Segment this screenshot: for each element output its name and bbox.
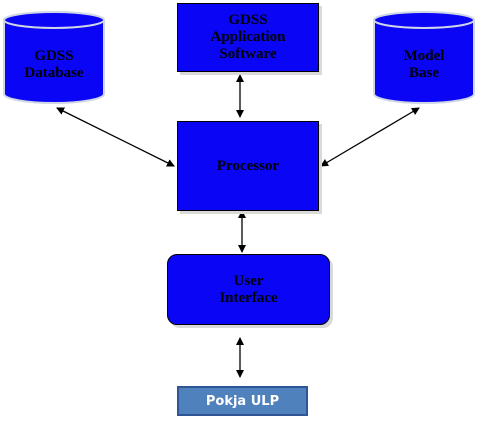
pokja-label: Pokja ULP: [205, 393, 280, 409]
database-cylinder-shape: [3, 11, 105, 104]
gdss-database-node: GDSS Database: [2, 10, 106, 105]
arrow-modelbase-processor: [320, 107, 420, 167]
model-base-node: Model Base: [372, 10, 476, 105]
model-base-cylinder-shape: [373, 11, 475, 104]
user-interface-label-line1: User: [233, 272, 264, 289]
processor-label: Processor: [216, 157, 280, 174]
database-label-line1: GDSS: [34, 48, 74, 64]
arrow-database-processor: [56, 107, 175, 167]
user-interface-label-line2: Interface: [219, 289, 278, 306]
database-label-line2: Database: [24, 65, 84, 81]
application-label-line3: Software: [219, 46, 277, 62]
application-software-node: GDSS Application Software: [177, 3, 319, 72]
user-interface-node: User Interface: [167, 254, 330, 325]
model-base-label-line2: Base: [409, 65, 439, 81]
application-label-line2: Application: [210, 29, 286, 45]
processor-node: Processor: [177, 121, 319, 211]
application-label-line1: GDSS: [228, 12, 268, 28]
model-base-label-line1: Model: [403, 48, 445, 64]
pokja-ulp-node: Pokja ULP: [177, 386, 308, 416]
